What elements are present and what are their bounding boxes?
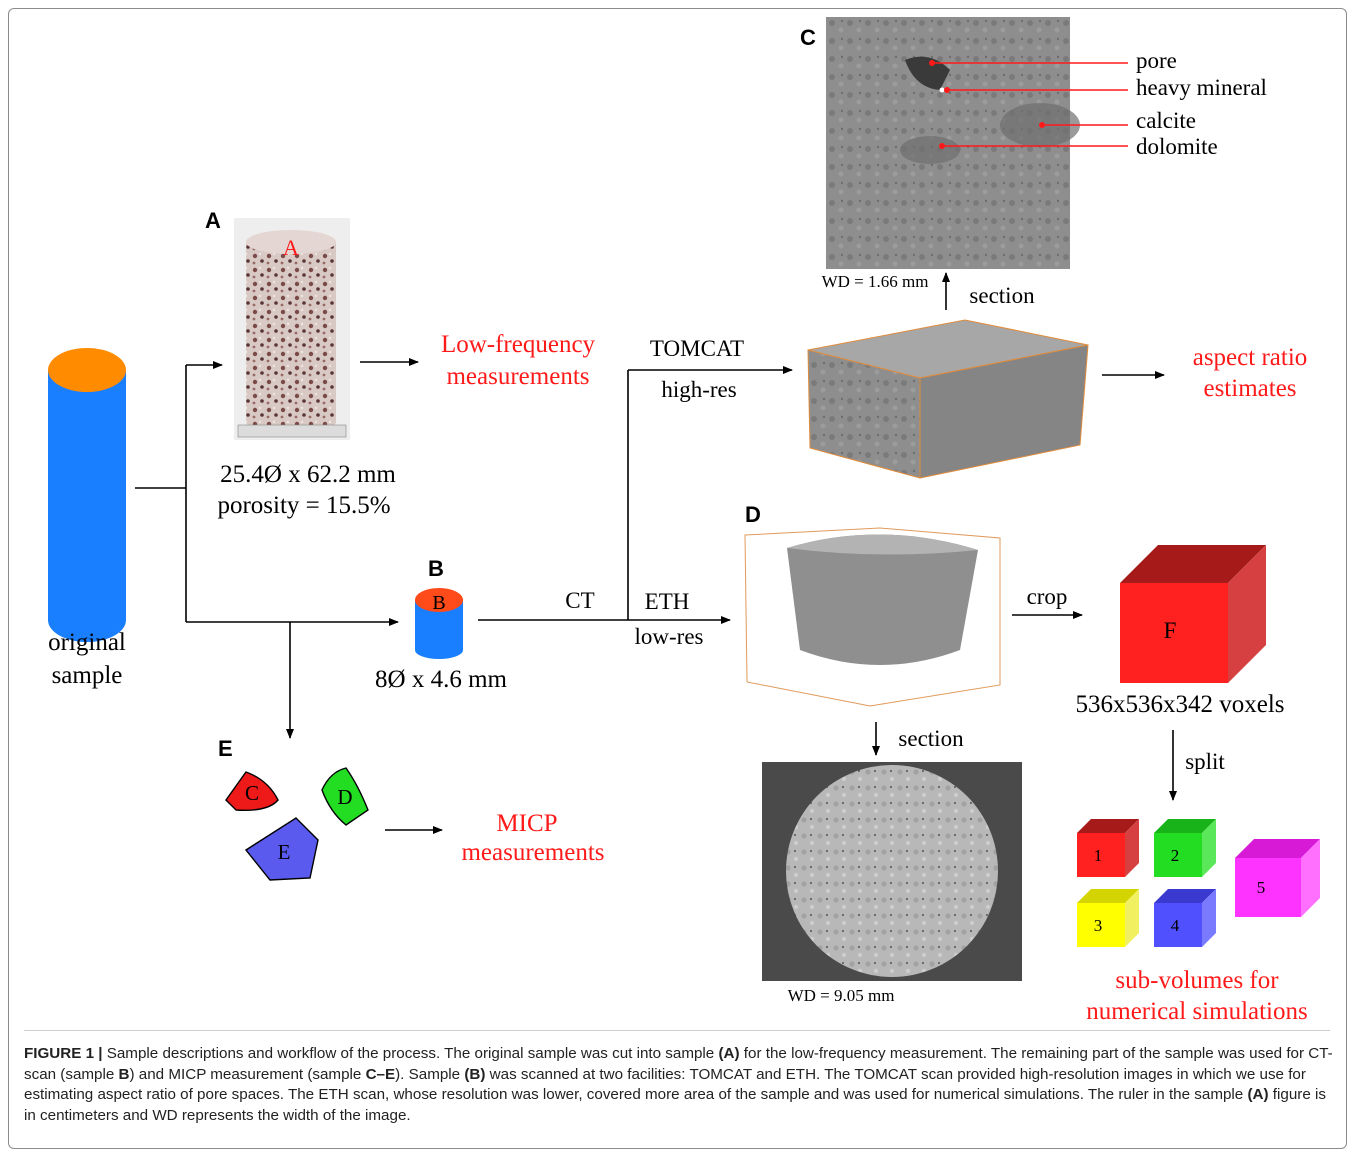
subcube-2-label: 2 — [1171, 846, 1180, 865]
annotation-calcite: calcite — [1136, 108, 1196, 133]
tomcat-section-image — [826, 17, 1080, 269]
sample-b-cylinder: B — [415, 588, 463, 659]
caption-part: Sample descriptions and workflow of the … — [102, 1045, 719, 1062]
subcube-1: 1 — [1077, 819, 1139, 877]
eth-section-image — [762, 762, 1022, 981]
lowfreq-label-2: measurements — [446, 363, 589, 390]
section-c-annotation-arrows — [930, 62, 1128, 147]
panel-label-d: D — [745, 502, 761, 527]
panel-label-e: E — [218, 736, 233, 761]
caption-part: for the low-frequency measurement. The r… — [24, 1045, 1333, 1083]
tomcat-res-label: high-res — [661, 377, 736, 402]
sample-a-porosity: porosity = 15.5% — [217, 492, 390, 519]
split-label: split — [1185, 749, 1225, 774]
subcube-4-label: 4 — [1171, 916, 1180, 935]
section-c-label: section — [969, 283, 1035, 308]
branch-lines — [135, 272, 1177, 834]
figure-caption: FIGURE 1 | Sample descriptions and workf… — [24, 1044, 1334, 1126]
eth-res-label: low-res — [635, 624, 704, 649]
caption-ref: C–E — [365, 1065, 396, 1083]
piece-d-label: D — [337, 785, 352, 809]
subcube-3: 3 — [1077, 889, 1139, 947]
piece-d: D — [321, 767, 369, 826]
annotation-dots — [929, 60, 1045, 149]
caption-divider — [24, 1030, 1330, 1031]
subcube-5-label: 5 — [1257, 878, 1266, 897]
subcube-5: 5 — [1235, 839, 1320, 917]
sample-a-photo: A — [234, 218, 350, 440]
section-c-wd: WD = 1.66 mm — [822, 272, 929, 291]
subvol-label-1: sub-volumes for — [1115, 967, 1279, 994]
panel-label-a: A — [205, 208, 221, 233]
section-d-wd: WD = 9.05 mm — [788, 986, 895, 1005]
annotation-dolomite: dolomite — [1136, 134, 1218, 159]
subcube-1-label: 1 — [1094, 846, 1103, 865]
ct-label: CT — [565, 588, 594, 613]
caption-part: figure is in centimeters and WD represen… — [24, 1086, 1326, 1124]
caption-part: ). Sample — [395, 1065, 465, 1083]
aspect-label-1: aspect ratio — [1193, 344, 1308, 371]
caption-lead: FIGURE 1 | — [24, 1045, 103, 1062]
lowfreq-label-1: Low-frequency — [441, 331, 596, 358]
subvol-label-2: numerical simulations — [1086, 998, 1307, 1025]
section-d-label: section — [898, 726, 964, 751]
voxels-label: 536x536x342 voxels — [1075, 691, 1284, 718]
panel-label-c: C — [800, 25, 816, 50]
annotation-pore: pore — [1136, 48, 1177, 73]
subcube-3-label: 3 — [1094, 916, 1103, 935]
caption-part: was scanned at two facilities: TOMCAT an… — [24, 1065, 1306, 1104]
crop-label: crop — [1027, 584, 1068, 609]
caption-ref: (B) — [464, 1065, 486, 1083]
aspect-label-2: estimates — [1203, 375, 1296, 402]
panel-label-b: B — [428, 556, 444, 581]
sample-a-letter: A — [283, 235, 299, 260]
caption-ref: (A) — [718, 1045, 740, 1062]
eth-label: ETH — [645, 589, 690, 614]
original-label-2: sample — [52, 662, 123, 689]
piece-c-label: C — [245, 781, 259, 805]
micp-label-2: measurements — [461, 839, 604, 866]
tomcat-3d-volume — [807, 319, 1089, 479]
original-label-1: original — [48, 629, 126, 656]
figure-frame — [8, 8, 1347, 1149]
sample-a-dims: 25.4Ø x 62.2 mm — [220, 461, 396, 488]
subcube-4: 4 — [1154, 889, 1216, 947]
sample-b-dims: 8Ø x 4.6 mm — [375, 666, 508, 693]
piece-c: C — [225, 771, 279, 811]
caption-ref: (A) — [1247, 1086, 1269, 1104]
eth-3d-volume — [744, 527, 1001, 707]
caption-part: ) and MICP measurement (sample — [129, 1065, 366, 1083]
ruler — [237, 424, 347, 438]
annotation-heavy-mineral: heavy mineral — [1136, 75, 1267, 100]
tomcat-label: TOMCAT — [650, 336, 744, 361]
piece-e: E — [244, 817, 319, 881]
subcube-2: 2 — [1154, 819, 1216, 877]
cube-f-letter: F — [1164, 618, 1177, 643]
piece-e-label: E — [278, 840, 291, 864]
sample-b-letter: B — [432, 592, 445, 614]
cube-f: F — [1120, 545, 1266, 683]
original-sample-cylinder — [48, 348, 126, 642]
workflow-diagram: original sample A A 25.4Ø x 62.2 mm poro… — [48, 17, 1320, 1025]
micp-label-1: MICP — [496, 810, 557, 837]
caption-ref: B — [118, 1065, 130, 1083]
